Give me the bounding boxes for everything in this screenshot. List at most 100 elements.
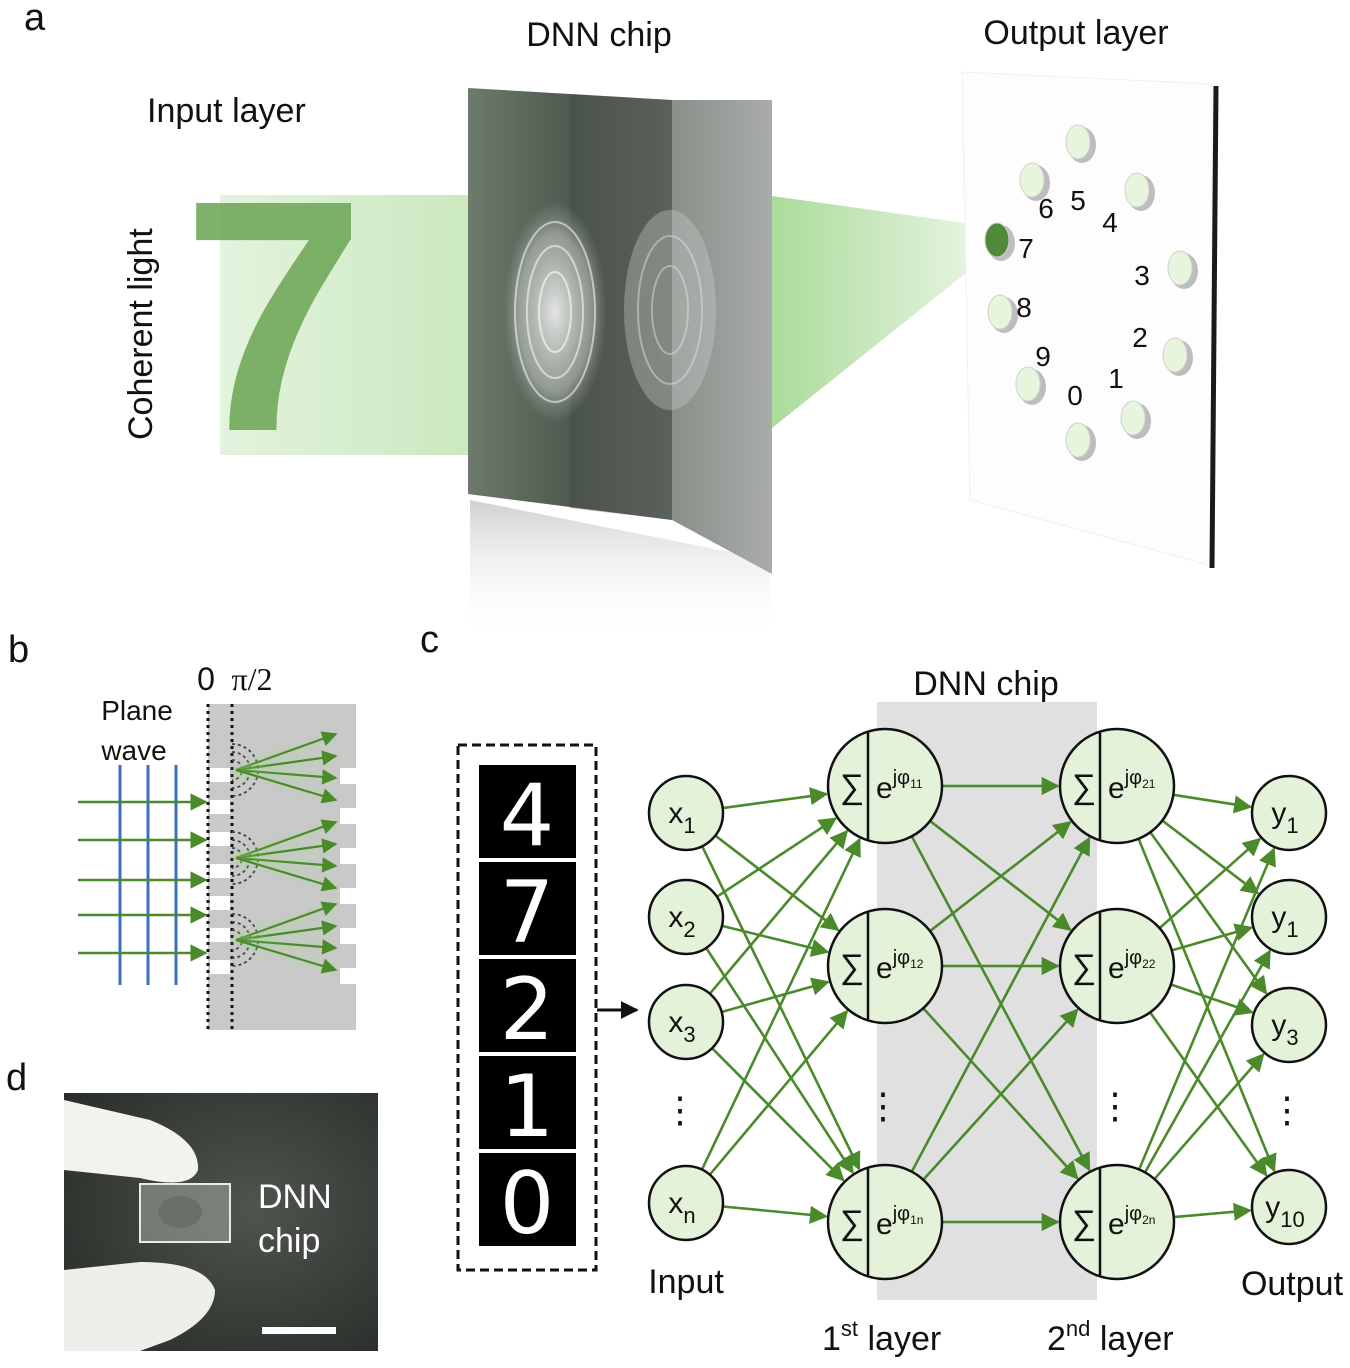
diffracted-arrow bbox=[235, 856, 338, 892]
output-plate-edge bbox=[1209, 85, 1219, 569]
detector-6: 6 bbox=[1019, 162, 1054, 224]
chip-photo-label-line1: DNN bbox=[258, 1178, 332, 1216]
output-node-3-label: y3 bbox=[1271, 1009, 1298, 1050]
detector-digit-label: 6 bbox=[1038, 193, 1054, 224]
diffracted-arrow bbox=[235, 920, 338, 942]
detector-9: 9 bbox=[1015, 341, 1051, 405]
output-slit bbox=[340, 808, 357, 824]
detector-4: 4 bbox=[1102, 172, 1155, 238]
output-beam bbox=[772, 196, 1000, 428]
network-edge bbox=[721, 977, 830, 1014]
panel-d-letter: d bbox=[6, 1057, 27, 1099]
sum-symbol: ∑ bbox=[840, 1204, 864, 1242]
mnist-digit-4: 4 bbox=[479, 765, 576, 866]
output-slit bbox=[340, 768, 357, 784]
network-edge bbox=[922, 1008, 1079, 1181]
input-node-2: x2 bbox=[647, 878, 725, 956]
mnist-digit-2: 2 bbox=[479, 959, 576, 1060]
layer1-node-2: ∑ejφ12 bbox=[826, 907, 944, 1025]
output-node-1: y1 bbox=[1250, 774, 1328, 852]
panel-d: d DNN chip bbox=[6, 1057, 378, 1351]
wavelet-arc bbox=[231, 921, 251, 959]
sum-symbol: ∑ bbox=[1072, 1204, 1096, 1242]
phase-term: ejφ22 bbox=[1108, 947, 1156, 985]
sum-symbol: ∑ bbox=[840, 768, 864, 806]
network-edge bbox=[1143, 949, 1271, 1173]
layer1-label: 1st layer bbox=[822, 1316, 941, 1358]
network-edge bbox=[700, 837, 861, 1171]
ellipsis-output: ⋮ bbox=[1269, 1089, 1305, 1130]
detector-digit-label: 0 bbox=[1067, 380, 1083, 411]
phase-pi2-label: π/2 bbox=[231, 661, 272, 697]
sum-symbol: ∑ bbox=[1072, 768, 1096, 806]
detector-8: 8 bbox=[987, 292, 1032, 333]
detector-2: 2 bbox=[1132, 322, 1193, 376]
mnist-stack-border bbox=[456, 743, 598, 1272]
input-slit bbox=[210, 896, 230, 910]
input-node-2-label: x2 bbox=[668, 901, 695, 942]
network-nodes: x1x2x3xn∑ejφ11∑ejφ12∑ejφ1n∑ejφ21∑ejφ22∑e… bbox=[647, 727, 1328, 1281]
input-label: Input bbox=[648, 1263, 724, 1301]
output-layer-label: Output layer bbox=[983, 14, 1168, 52]
mnist-digit-7: 7 bbox=[479, 862, 576, 963]
dnn-chip-label-a: DNN chip bbox=[526, 16, 671, 54]
output-slit bbox=[340, 968, 357, 984]
chip-pattern bbox=[158, 1196, 202, 1228]
network-edge bbox=[1158, 837, 1262, 930]
layer1-node-1: ∑ejφ11 bbox=[826, 727, 944, 845]
detector-7: 7 bbox=[984, 222, 1034, 264]
input-layer-label: Input layer bbox=[147, 92, 306, 130]
output-node-2: y1 bbox=[1250, 878, 1328, 956]
network-edge bbox=[1161, 819, 1260, 895]
layer2-node-3: ∑ejφ2n bbox=[1058, 1163, 1176, 1281]
panel-a-letter: a bbox=[24, 0, 46, 39]
output-node-4-label: y10 bbox=[1265, 1191, 1304, 1232]
diffracted-arrow bbox=[235, 901, 338, 942]
network-edge bbox=[722, 787, 829, 810]
scale-bar bbox=[262, 1327, 336, 1334]
sum-symbol: ∑ bbox=[1072, 948, 1096, 986]
wavelet-arc bbox=[231, 839, 251, 877]
network-edge bbox=[721, 924, 830, 957]
input-node-3: x3 bbox=[647, 983, 725, 1061]
network-edge bbox=[1173, 1202, 1252, 1221]
mnist-digit-glyph: 4 bbox=[500, 766, 555, 866]
detector-digit-label: 1 bbox=[1108, 363, 1124, 394]
detector-1: 1 bbox=[1108, 363, 1151, 439]
input-slit bbox=[210, 768, 230, 782]
diffracted-arrow bbox=[235, 856, 338, 873]
output-node-2-label: y1 bbox=[1271, 901, 1298, 942]
layer2-label: 2nd layer bbox=[1047, 1316, 1174, 1358]
panel-b-letter: b bbox=[8, 629, 29, 671]
network-edge bbox=[711, 1047, 845, 1182]
detector-digit-label: 5 bbox=[1070, 185, 1086, 216]
network-edge bbox=[1149, 831, 1268, 995]
input-slit bbox=[210, 864, 230, 878]
panel-a: a Input layer DNN chip Output layer Cohe… bbox=[24, 0, 1219, 640]
output-slit bbox=[340, 888, 357, 904]
detector-0: 0 bbox=[1065, 380, 1096, 461]
panel-b: b Plane wave 0 π/2 bbox=[8, 629, 357, 1030]
chip-photo-label-line2: chip bbox=[258, 1222, 320, 1260]
input-node-1: x1 bbox=[647, 774, 725, 852]
input-node-3-label: x3 bbox=[668, 1006, 695, 1047]
input-digit: 7 bbox=[182, 131, 366, 500]
mnist-digit-glyph: 0 bbox=[500, 1154, 555, 1254]
input-node-4-label: xn bbox=[668, 1187, 695, 1228]
network-edge bbox=[714, 834, 840, 932]
network-edge bbox=[1149, 1011, 1268, 1177]
dnn-chip-label-c: DNN chip bbox=[913, 665, 1058, 703]
diffracted-arrow bbox=[235, 819, 338, 860]
network-edge bbox=[701, 845, 861, 1171]
output-node-1-label: y1 bbox=[1271, 797, 1298, 838]
input-slit bbox=[210, 800, 230, 814]
network-edge bbox=[716, 817, 838, 898]
detector-digit-label: 3 bbox=[1134, 260, 1150, 291]
diffraction-pattern-2 bbox=[624, 210, 716, 410]
network-edge bbox=[929, 821, 1072, 933]
network-edges bbox=[700, 776, 1277, 1232]
detector-digit-label: 7 bbox=[1018, 233, 1034, 264]
